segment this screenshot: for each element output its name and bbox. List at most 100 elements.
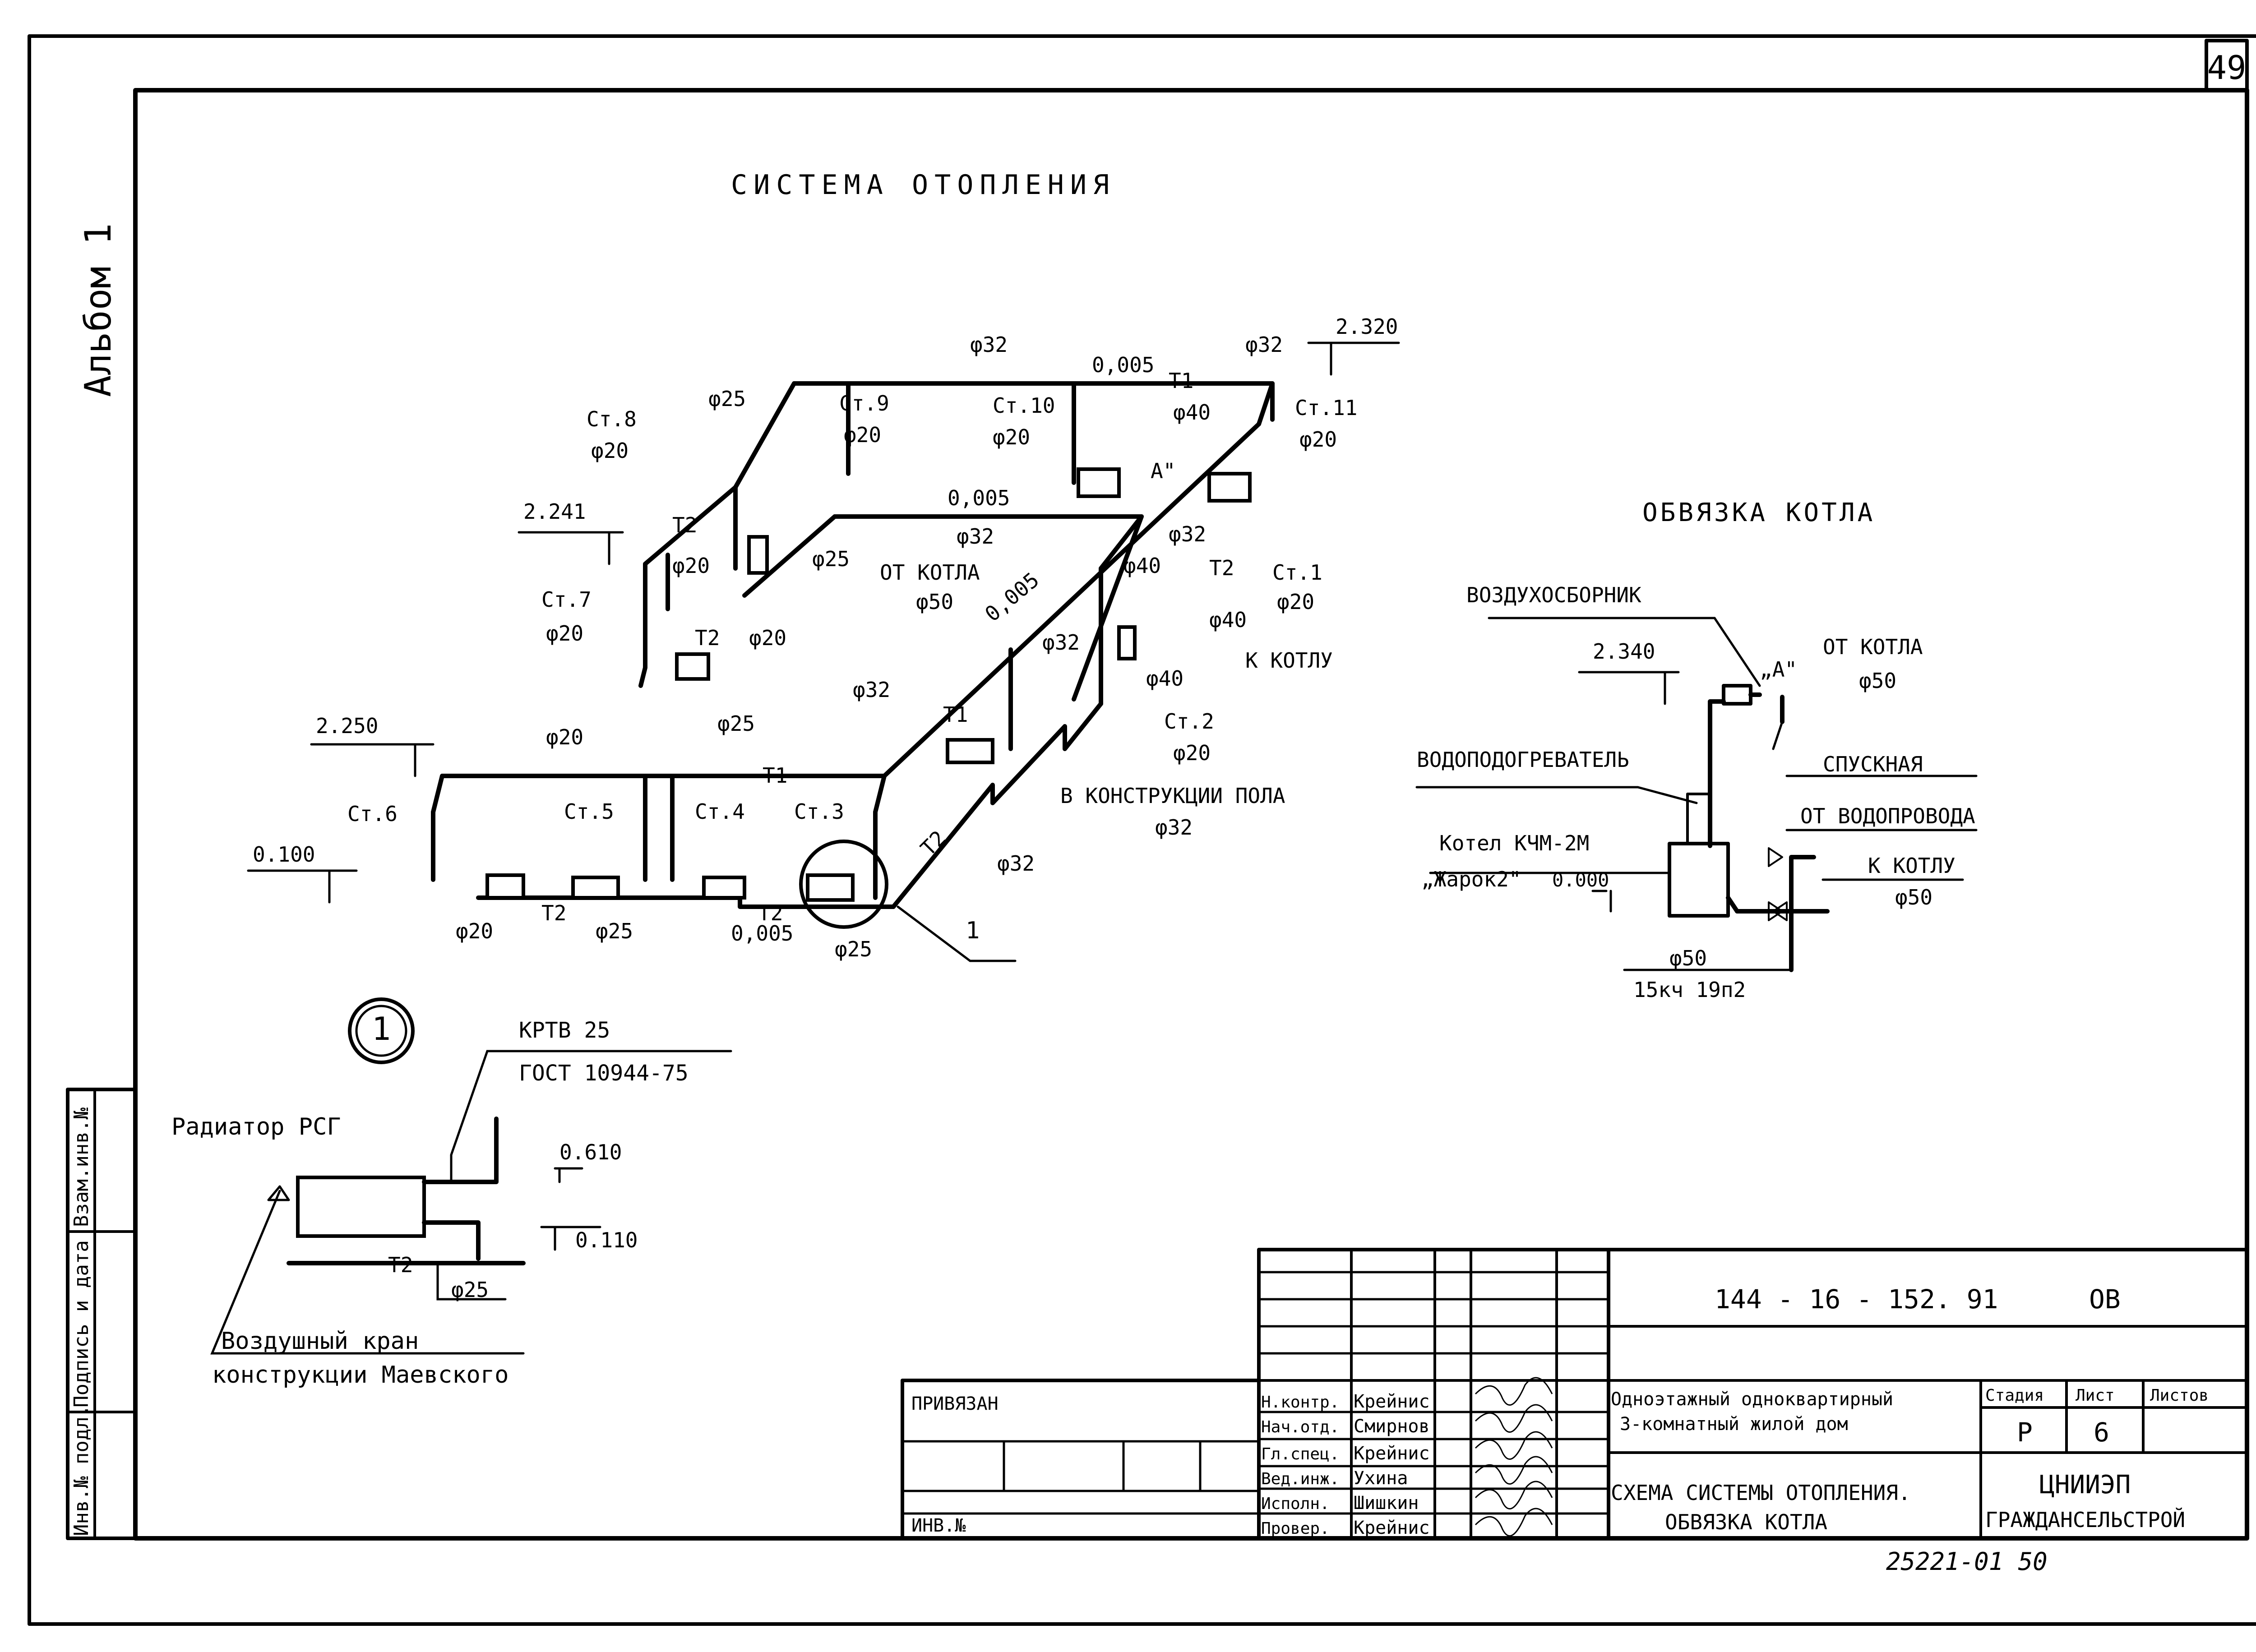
tb-role-4: Вед.инж.	[1261, 1470, 1339, 1488]
lbl-slope-b: 0,005	[948, 486, 1010, 510]
radiators	[485, 467, 1252, 929]
boiler-from-boiler: ОТ КОТЛА	[1823, 635, 1923, 659]
tb-linked: ПРИВЯЗАН	[911, 1394, 999, 1414]
tb-name-3: Крейнис	[1354, 1443, 1430, 1464]
boiler-elev-0000: 0.000	[1552, 869, 1609, 891]
lbl-phi25-c: φ25	[717, 711, 755, 736]
lbl-phi20-d: φ20	[546, 725, 583, 749]
tb-project-line2: 3-комнатный жилой дом	[1620, 1414, 1848, 1435]
boiler-valve-type: 15кч 19п2	[1633, 978, 1746, 1002]
lbl-st7: Ст.7	[541, 587, 592, 612]
lbl-phi20-st8: φ20	[591, 438, 629, 463]
tb-role-1: Н.контр.	[1261, 1393, 1339, 1412]
title-block	[901, 1248, 2249, 1540]
detail-1	[210, 997, 732, 1355]
tb-role-6: Провер.	[1261, 1519, 1330, 1538]
boiler-to-boiler-phi: φ50	[1895, 885, 1932, 909]
detail-elev-0110: 0.110	[575, 1228, 638, 1252]
boiler-elev-2340: 2.340	[1593, 639, 1655, 664]
lbl-phi32-b: φ32	[1245, 332, 1283, 357]
lbl-phi20-e: φ20	[456, 919, 493, 943]
tb-scheme-line2: ОБВЯЗКА КОТЛА	[1665, 1510, 1827, 1534]
lbl-point-a: А"	[1151, 459, 1175, 483]
tb-name-5: Шишкин	[1354, 1493, 1419, 1514]
lbl-phi20-st7: φ20	[546, 621, 583, 646]
tb-stage-val: Р	[2017, 1417, 2033, 1448]
boiler-from-boiler-phi: φ50	[1859, 669, 1896, 693]
tb-role-2: Нач.отд.	[1261, 1418, 1339, 1436]
footer-code: 25221-01 50	[1886, 1547, 2048, 1576]
boiler-to-boiler: К КОТЛУ	[1868, 854, 1956, 878]
tb-scheme-line1: СХЕМА СИСТЕМЫ ОТОПЛЕНИЯ.	[1611, 1481, 1911, 1505]
lbl-st8: Ст.8	[587, 407, 637, 431]
lbl-t1-b: T1	[943, 702, 968, 727]
lbl-phi32-h: φ32	[997, 851, 1035, 876]
tb-sheet-hdr: Лист	[2076, 1386, 2115, 1405]
tb-org-line1: ЦНИИЭП	[2039, 1470, 2131, 1500]
elevation-markers	[247, 341, 1400, 904]
tb-inv-no: ИНВ.№	[911, 1515, 966, 1536]
lbl-slope-c: 0,005	[980, 568, 1044, 626]
lbl-st3: Ст.3	[794, 799, 844, 824]
lbl-phi20-b: φ20	[672, 554, 710, 578]
lbl-phi20-c: φ20	[749, 626, 786, 650]
lbl-phi25-d: φ25	[596, 919, 633, 943]
lbl-phi20-st1: φ20	[1277, 590, 1314, 614]
detail-elev-0610: 0.610	[559, 1140, 622, 1164]
album-label: Альбом 1	[77, 223, 119, 397]
lbl-t2-c: T2	[695, 626, 720, 650]
lbl-t1-c: T1	[763, 763, 787, 788]
boiler-phi50-valve: φ50	[1669, 946, 1707, 970]
lbl-phi32-e: φ32	[1042, 630, 1080, 655]
lbl-t1-a: T1	[1169, 369, 1193, 393]
lbl-st4: Ст.4	[695, 799, 745, 824]
tb-project-line1: Одноэтажный одноквартирный	[1611, 1389, 1893, 1410]
boiler-heading: ОБВЯЗКА КОТЛА	[1642, 498, 1875, 527]
tb-org-line2: ГРАЖДАНСЕЛЬСТРОЙ	[1985, 1508, 2185, 1532]
stamp-inv-podl: Инв.№ подл.	[70, 1405, 93, 1536]
stamp-vzam-inv: Взам.инв.№	[70, 1107, 93, 1227]
sheet-number: 49	[2207, 49, 2247, 87]
lbl-to-boiler: К КОТЛУ	[1245, 648, 1333, 673]
detail-krtv: КРТВ 25	[519, 1018, 610, 1043]
boiler-kotel: Котел КЧМ-2М	[1439, 831, 1589, 855]
boiler-water-heater: ВОДОПОДОГРЕВАТЕЛЬ	[1417, 748, 1629, 772]
lbl-phi40-c: φ40	[1209, 608, 1247, 632]
lbl-elev-2320: 2.320	[1336, 314, 1398, 339]
heating-network	[431, 381, 1275, 909]
boiler-drain: СПУСКНАЯ	[1823, 752, 1923, 776]
lbl-phi20-st11: φ20	[1299, 427, 1337, 452]
lbl-phi32-g: φ32	[1155, 815, 1193, 840]
lbl-phi20-st9: φ20	[844, 423, 881, 447]
tb-name-2: Смирнов	[1354, 1416, 1430, 1437]
lbl-st5: Ст.5	[564, 799, 614, 824]
tb-role-3: Гл.спец.	[1261, 1445, 1339, 1463]
detail-phi25: φ25	[451, 1278, 489, 1302]
lbl-phi40-a: φ40	[1173, 400, 1211, 425]
tb-stage-hdr: Стадия	[1985, 1386, 2044, 1405]
tb-name-6: Крейнис	[1354, 1518, 1430, 1538]
boiler-air-collector: ВОЗДУХОСБОРНИК	[1466, 583, 1641, 607]
lbl-phi32-f: φ32	[853, 678, 890, 702]
lbl-t2-b: T2	[1209, 556, 1234, 580]
lbl-slope-d: 0,005	[731, 921, 793, 946]
lbl-in-floor: В КОНСТРУКЦИИ ПОЛА	[1060, 784, 1285, 808]
detail-radiator: Радиатор РСГ	[171, 1113, 341, 1140]
lbl-t2-f: T2	[758, 901, 783, 925]
lbl-st2: Ст.2	[1164, 709, 1214, 734]
lbl-phi25-a: φ25	[708, 387, 746, 411]
lbl-phi20-st10: φ20	[993, 425, 1030, 449]
lbl-st11: Ст.11	[1295, 396, 1357, 420]
lbl-phi32-d: φ32	[1169, 522, 1206, 546]
lbl-node-1: 1	[966, 917, 980, 944]
lbl-phi32-c: φ32	[957, 524, 994, 549]
lbl-phi40-b: φ40	[1123, 554, 1161, 578]
lbl-t2-a: T2	[672, 513, 697, 537]
tb-doc-code: 144 - 16 - 152. 91	[1715, 1284, 1998, 1315]
detail-1-number: 1	[372, 1011, 391, 1047]
lbl-elev-0100: 0.100	[253, 842, 315, 867]
tb-sheets-hdr: Листов	[2150, 1386, 2209, 1405]
lbl-st1: Ст.1	[1272, 560, 1322, 585]
boiler-point-a: „А"	[1760, 657, 1797, 682]
